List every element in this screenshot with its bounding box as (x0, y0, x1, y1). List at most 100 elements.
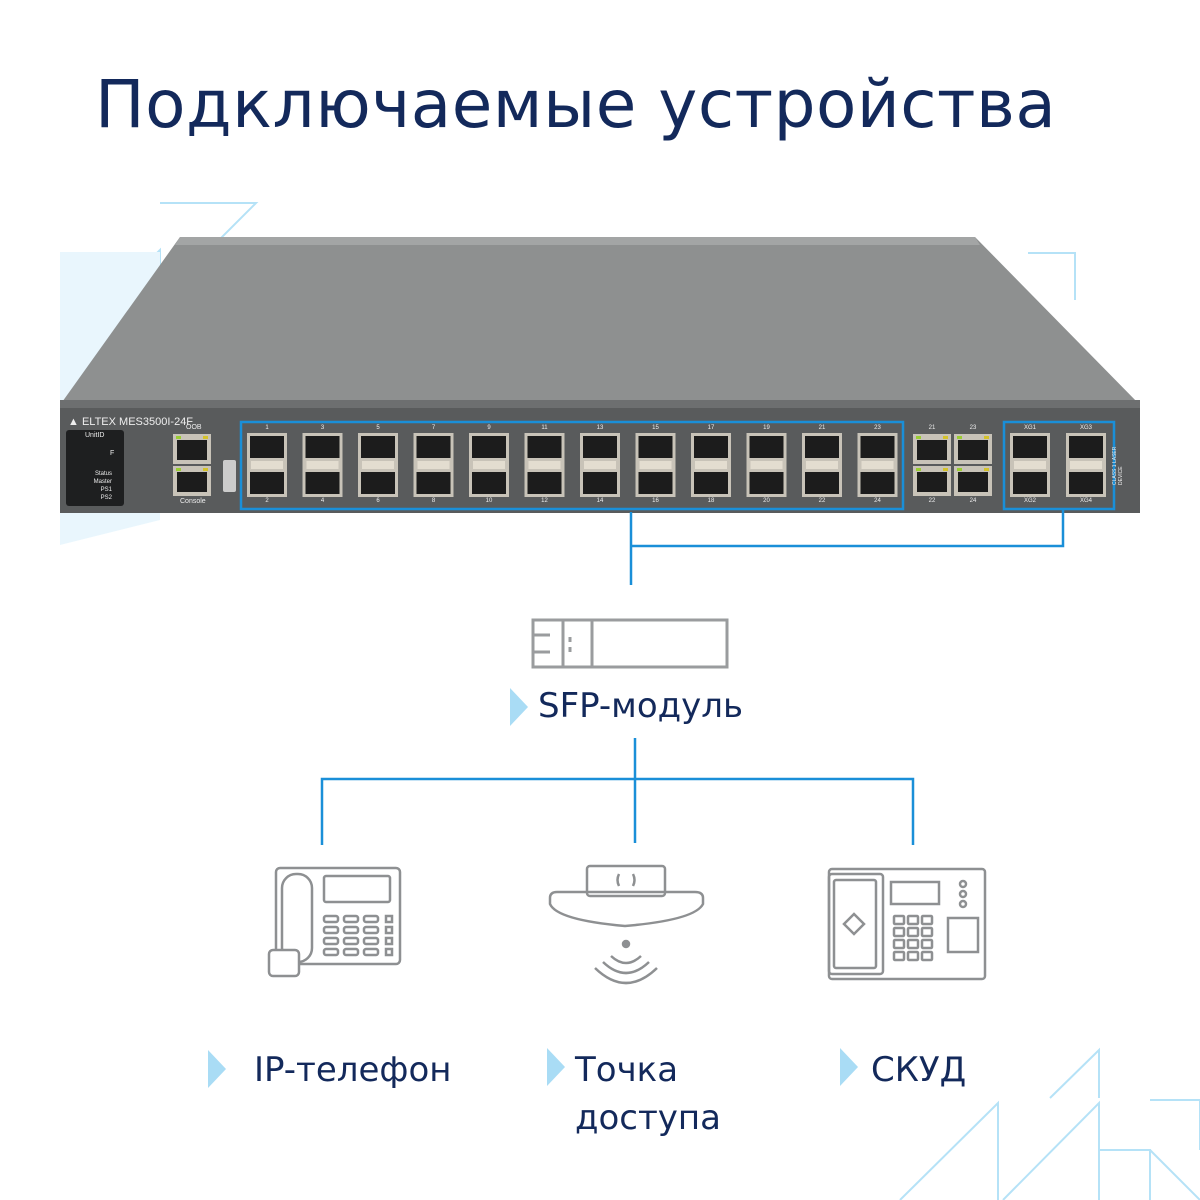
port-number: 3 (320, 425, 325, 431)
key (906, 938, 920, 950)
sfp-port (635, 433, 676, 497)
xg-port (1066, 433, 1106, 497)
port-number: 17 (707, 425, 715, 431)
bullet-triangle-icon (547, 1048, 565, 1086)
port-number: XG4 (1079, 498, 1092, 504)
key (362, 914, 380, 924)
tree-lines (320, 738, 915, 845)
port-number: 22 (928, 498, 936, 504)
key (920, 938, 934, 950)
port-number: 23 (969, 425, 977, 431)
switch-image (60, 237, 1140, 585)
device-label-ip-phone: IP-телефон (254, 1050, 452, 1090)
rj45-port (954, 434, 992, 464)
console-port (173, 466, 211, 496)
port-number: 11 (541, 425, 548, 431)
access-control-icon (827, 867, 987, 981)
oob-port (173, 434, 211, 464)
status-label: Status (94, 471, 112, 477)
key (892, 950, 906, 962)
sfp-port (580, 433, 620, 497)
key (892, 926, 906, 938)
key (322, 947, 340, 957)
key (342, 947, 360, 957)
key (892, 938, 906, 950)
sfp-port (746, 433, 787, 497)
port-number: 10 (485, 498, 493, 504)
label-line-2: доступа (575, 1098, 721, 1138)
device-label-access-control: СКУД (871, 1050, 967, 1090)
key (906, 914, 920, 926)
sfp-port (247, 433, 287, 497)
label-line-1: Точка (575, 1050, 679, 1090)
key (342, 936, 360, 946)
key (322, 914, 340, 924)
port-number: XG3 (1079, 425, 1092, 431)
port-number: 2 (265, 498, 269, 504)
port-number: 21 (818, 425, 826, 431)
key (920, 950, 934, 962)
sfp-port (524, 433, 565, 497)
device-label-access-point: Точка доступа (575, 1046, 721, 1142)
port-number: 13 (596, 425, 604, 431)
port-number: 18 (707, 498, 715, 504)
key (342, 925, 360, 935)
key (322, 925, 340, 935)
sfp-port (413, 433, 454, 497)
model: MES3500I-24F (119, 416, 194, 428)
access-point-icon (548, 864, 705, 985)
brand: ELTEX (81, 416, 116, 428)
master-label: Master (93, 479, 112, 485)
unitid-label: UnitID (85, 432, 105, 439)
port-number: 12 (541, 498, 548, 504)
port-number: 21 (928, 425, 936, 431)
sfp-port (358, 433, 398, 497)
sfp-port (691, 433, 731, 497)
port-number: 23 (874, 425, 881, 431)
key (892, 914, 906, 926)
brand-label: ▲ ELTEX MES3500I-24F (68, 416, 194, 428)
port-number: 4 (320, 498, 325, 504)
sfp-port (302, 433, 343, 497)
port-number: 9 (487, 425, 491, 431)
rj45-port (954, 466, 992, 496)
rj45-port (913, 466, 951, 496)
key (384, 947, 394, 957)
f-label: F (110, 450, 115, 457)
ip-phone-icon (267, 866, 402, 978)
usb-port (223, 460, 236, 492)
port-number: 8 (431, 498, 436, 504)
port-number: 16 (652, 498, 659, 504)
port-number: 19 (763, 425, 770, 431)
key (322, 936, 340, 946)
key (362, 925, 380, 935)
port-number: XG1 (1023, 425, 1036, 431)
sfp-module-icon (531, 618, 729, 669)
connector-lines (629, 509, 1065, 585)
laser-label: CLASS 1 LASER DEVICE (1112, 446, 1124, 485)
status-labels: Status Master PS1 PS2 (88, 470, 112, 502)
port-number: 6 (376, 498, 380, 504)
sfp-port (802, 433, 842, 497)
xg-port (1010, 433, 1050, 497)
port-number: 15 (652, 425, 659, 431)
bullet-triangle-icon (840, 1048, 858, 1086)
key (384, 936, 394, 946)
key (920, 926, 934, 938)
bullet-triangle-icon (510, 688, 528, 726)
oob-label: OOB (186, 424, 202, 431)
sfp-port (857, 433, 898, 497)
ps1-label: PS1 (100, 487, 112, 493)
port-number: 1 (265, 425, 269, 431)
port-number: XG2 (1023, 498, 1036, 504)
console-label: Console (180, 498, 206, 505)
port-number: 24 (874, 498, 881, 504)
page-title: Подключаемые устройства (95, 66, 1057, 143)
sfp-port (469, 433, 509, 497)
port-number: 24 (969, 498, 977, 504)
port-number: 7 (431, 425, 436, 431)
key (920, 914, 934, 926)
port-number: 20 (763, 498, 770, 504)
sfp-module-label: SFP-модуль (538, 686, 744, 726)
rj45-port (913, 434, 951, 464)
